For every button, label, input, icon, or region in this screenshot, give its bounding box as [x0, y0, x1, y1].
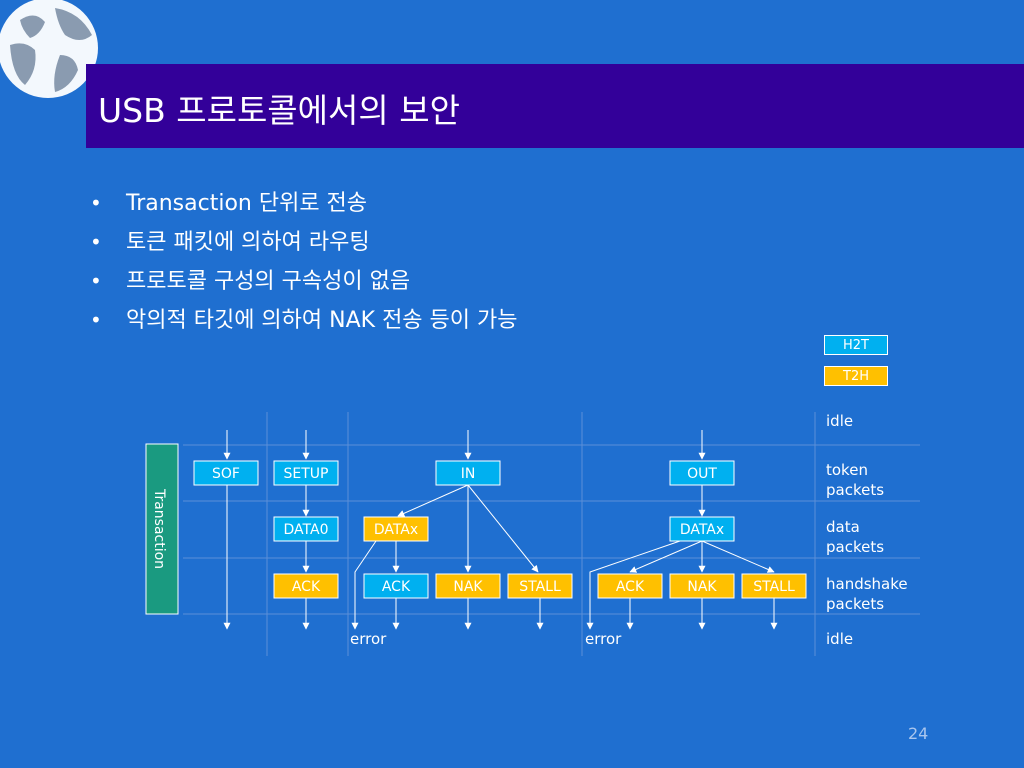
- node-ack-setup: ACK: [273, 573, 339, 599]
- node-nak-out-label: NAK: [687, 579, 717, 595]
- node-ack-in: ACK: [363, 573, 429, 599]
- node-stall-out: STALL: [741, 573, 807, 599]
- row-label-data: data packets: [826, 518, 885, 556]
- legend-t2h: T2H: [824, 366, 888, 386]
- node-nak-out: NAK: [669, 573, 735, 599]
- legend-h2t: H2T: [824, 335, 888, 355]
- node-datax-out-label: DATAx: [680, 522, 724, 538]
- node-datax-out: DATAx: [669, 516, 735, 542]
- node-stall-in-label: STALL: [519, 579, 561, 595]
- bullet-item: Transaction 단위로 전송: [90, 184, 518, 223]
- node-stall-in: STALL: [507, 573, 573, 599]
- node-sof-label: SOF: [212, 466, 240, 482]
- node-ack-in-label: ACK: [382, 579, 411, 595]
- bullet-list: Transaction 단위로 전송 토큰 패킷에 의하여 라우팅 프로토콜 구…: [90, 184, 518, 340]
- node-data0: DATA0: [273, 516, 339, 542]
- diagram-arrows: [223, 430, 778, 630]
- node-out: OUT: [669, 460, 735, 486]
- node-datax-in: DATAx: [363, 516, 429, 542]
- row-label-idle-bottom: idle: [826, 630, 854, 648]
- row-label-token: token packets: [826, 461, 885, 499]
- title-bar: USB 프로토콜에서의 보안: [86, 64, 1024, 148]
- node-data0-label: DATA0: [284, 522, 329, 538]
- row-label-idle-top: idle: [826, 412, 854, 430]
- node-setup: SETUP: [273, 460, 339, 486]
- error-label: error: [350, 630, 387, 648]
- node-in: IN: [435, 460, 501, 486]
- transaction-label: Transaction: [151, 488, 167, 569]
- page-title: USB 프로토콜에서의 보안: [98, 91, 460, 130]
- node-ack-out: ACK: [597, 573, 663, 599]
- node-ack-setup-label: ACK: [292, 579, 321, 595]
- node-in-label: IN: [461, 466, 476, 482]
- bullet-item: 토큰 패킷에 의하여 라우팅: [90, 223, 518, 262]
- transaction-bar: [145, 443, 179, 615]
- node-nak-in: NAK: [435, 573, 501, 599]
- node-nak-in-label: NAK: [453, 579, 483, 595]
- node-ack-out-label: ACK: [616, 579, 645, 595]
- node-sof: SOF: [193, 460, 259, 486]
- bullet-item: 프로토콜 구성의 구속성이 없음: [90, 262, 518, 301]
- node-out-label: OUT: [687, 466, 717, 482]
- bullet-item: 악의적 타깃에 의하여 NAK 전송 등이 가능: [90, 301, 518, 340]
- globe-logo-icon: [0, 0, 98, 98]
- node-setup-label: SETUP: [284, 466, 329, 482]
- node-datax-in-label: DATAx: [374, 522, 418, 538]
- error-label: error: [585, 630, 622, 648]
- node-stall-out-label: STALL: [753, 579, 795, 595]
- page-number: 24: [908, 724, 929, 743]
- row-label-handshake: handshake packets: [826, 575, 908, 613]
